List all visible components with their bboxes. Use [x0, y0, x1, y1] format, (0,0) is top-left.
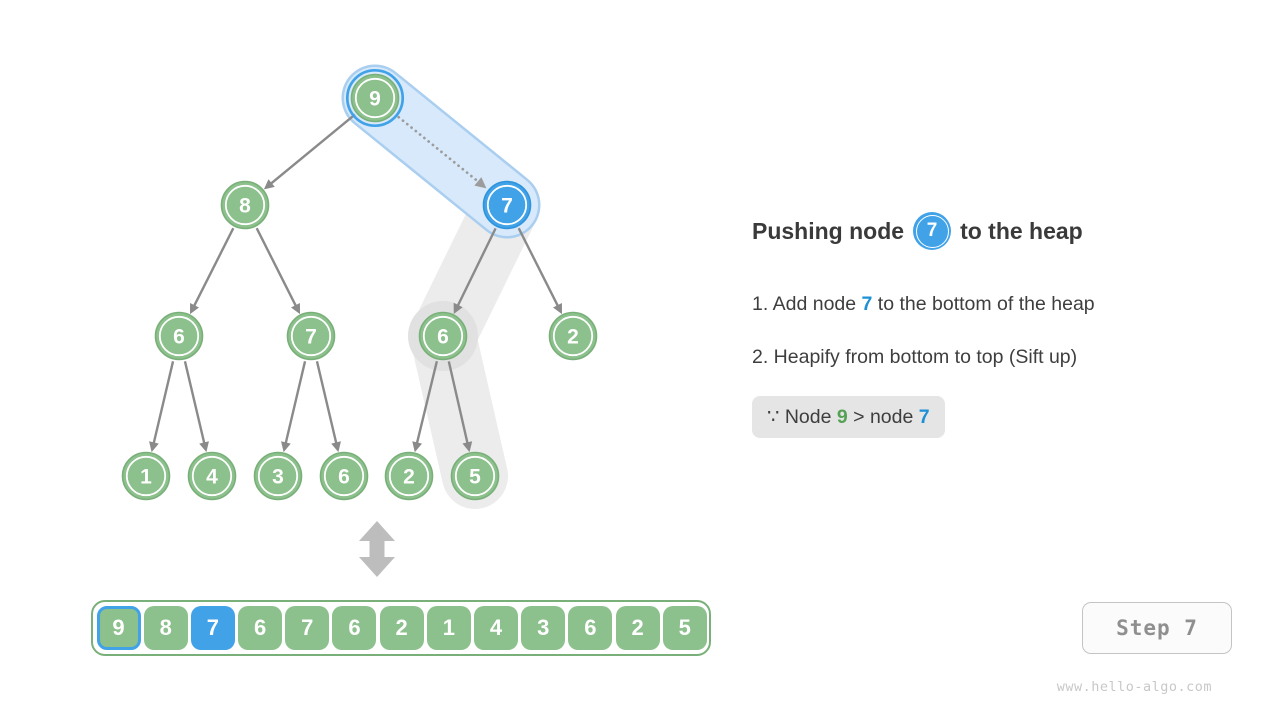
instruction-step-2: 2. Heapify from bottom to top (Sift up) [752, 346, 1077, 369]
svg-text:7: 7 [501, 195, 513, 218]
svg-text:6: 6 [173, 326, 185, 349]
array-cell: 2 [379, 606, 424, 650]
svg-text:2: 2 [403, 466, 415, 489]
svg-text:3: 3 [272, 466, 284, 489]
instruction-step-1: 1. Add node 7 to the bottom of the heap [752, 293, 1095, 316]
svg-text:8: 8 [239, 195, 251, 218]
badge-inner-ring [915, 214, 949, 248]
swap-arrow-icon [355, 521, 399, 578]
text-segment: 7 [918, 406, 930, 428]
array-cell: 3 [521, 606, 566, 650]
array-cell: 5 [662, 606, 707, 650]
text-segment: 2. Heapify from bottom to top (Sift up) [752, 346, 1078, 368]
heap-tree-diagram: 9 8 7 6 7 6 2 1 4 3 6 2 5 [121, 64, 598, 509]
svg-text:6: 6 [437, 326, 449, 349]
array-cell: 6 [238, 606, 283, 650]
text-segment: 9 [836, 406, 848, 428]
caption-prefix: Pushing node [752, 217, 905, 244]
array-cell: 9 [96, 606, 141, 650]
text-segment: > node [847, 406, 919, 428]
svg-text:1: 1 [140, 466, 152, 489]
comparison-note: ∵ Node 9 > node 7 [752, 396, 945, 438]
svg-text:6: 6 [338, 466, 350, 489]
svg-text:2: 2 [567, 326, 579, 349]
array-cell: 6 [332, 606, 377, 650]
array-cell: 6 [568, 606, 613, 650]
text-segment: to the bottom of the heap [872, 293, 1095, 315]
text-segment: ∵ Node [767, 406, 837, 428]
array-cell: 8 [143, 606, 188, 650]
caption-title: Pushing node 7 to the heap [752, 212, 1083, 250]
step-counter-button[interactable]: Step 7 [1082, 602, 1232, 654]
svg-text:9: 9 [369, 88, 381, 111]
text-segment: 1. Add node [752, 293, 862, 315]
svg-text:4: 4 [206, 466, 218, 489]
array-cell: 1 [426, 606, 471, 650]
caption-suffix: to the heap [960, 217, 1083, 244]
text-segment: 7 [861, 293, 873, 315]
array-cell: 7 [285, 606, 330, 650]
svg-text:7: 7 [305, 326, 317, 349]
array-cell: 7 [190, 606, 235, 650]
svg-text:5: 5 [469, 466, 481, 489]
array-cell: 2 [615, 606, 660, 650]
array-cell: 4 [474, 606, 518, 650]
pushed-node-badge: 7 [913, 212, 952, 250]
site-watermark: www.hello-algo.com [1056, 679, 1212, 695]
